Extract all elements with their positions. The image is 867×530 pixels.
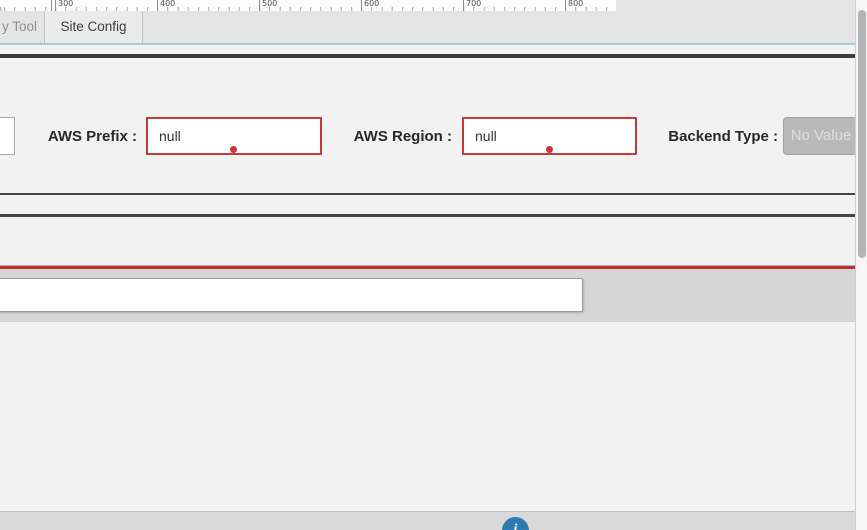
section-divider xyxy=(0,214,855,217)
header-tab-strip: 300 400 500 600 700 800 y Tool Site Conf… xyxy=(0,0,867,43)
tab-tool-label: y Tool xyxy=(2,19,38,34)
divider-hairline xyxy=(0,265,855,266)
wide-text-input[interactable] xyxy=(0,278,583,312)
vertical-scrollbar[interactable] xyxy=(855,0,867,530)
tab-site-config-label: Site Config xyxy=(60,19,127,34)
backend-type-dropdown[interactable]: No Value xyxy=(783,117,859,155)
tab-site-config[interactable]: Site Config xyxy=(44,11,143,43)
section-divider xyxy=(0,193,855,195)
scrollbar-thumb[interactable] xyxy=(858,10,866,258)
red-divider xyxy=(0,266,855,269)
footer-hairline xyxy=(0,511,867,512)
footer-bar xyxy=(0,512,867,530)
ruler-label: 400 xyxy=(160,0,176,8)
left-clipped-input[interactable] xyxy=(0,117,15,155)
aws-prefix-label: AWS Prefix : xyxy=(47,128,137,145)
ruler-label: 600 xyxy=(364,0,380,8)
section-divider xyxy=(0,54,855,58)
ruler-label: 700 xyxy=(466,0,482,8)
aws-region-error-dot xyxy=(546,146,553,153)
ruler-label: 500 xyxy=(262,0,278,8)
aws-prefix-error-dot xyxy=(230,146,237,153)
aws-region-label: AWS Region : xyxy=(353,128,452,145)
aws-region-input[interactable] xyxy=(462,117,637,155)
tab-underline xyxy=(0,43,855,45)
ruler-label: 300 xyxy=(58,0,74,8)
tab-tool[interactable]: y Tool xyxy=(0,11,44,43)
ruler-label: 800 xyxy=(568,0,584,8)
aws-prefix-input[interactable] xyxy=(146,117,322,155)
backend-type-label: Backend Type : xyxy=(668,128,778,145)
info-icon[interactable]: i xyxy=(502,517,529,530)
horizontal-ruler: 300 400 500 600 700 800 xyxy=(0,0,616,11)
